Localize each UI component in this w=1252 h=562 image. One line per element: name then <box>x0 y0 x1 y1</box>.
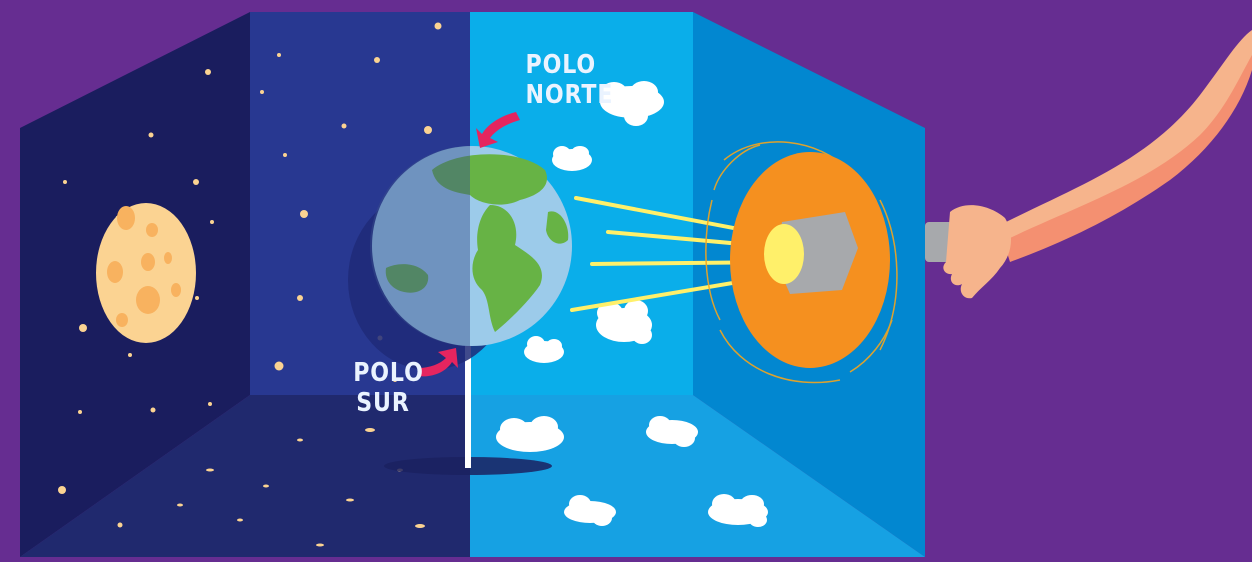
south-pole-label-line1: POLO <box>353 358 413 388</box>
south-pole-label-line2: SUR <box>353 388 413 418</box>
north-pole-label-line1: POLO <box>526 50 589 80</box>
moon-icon <box>96 203 196 343</box>
north-pole-label: POLO NORTE <box>526 50 589 110</box>
south-pole-label: POLO SUR <box>353 358 413 418</box>
hand-icon <box>943 30 1252 298</box>
north-pole-label-line2: NORTE <box>526 80 589 110</box>
